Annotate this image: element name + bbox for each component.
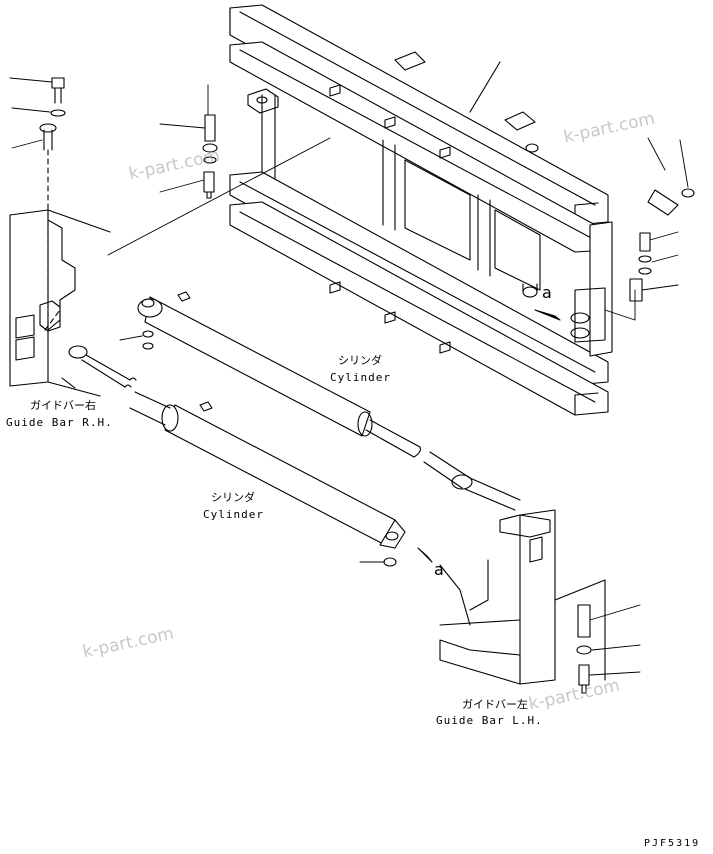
cylinder-upper <box>137 291 471 489</box>
cylinder-upper-label-jp: シリンダ <box>338 354 382 367</box>
carriage-frame <box>229 4 613 416</box>
bolts-right <box>576 188 695 694</box>
guide-bar-lh-label-jp: ガイドバー左 <box>462 698 528 711</box>
cylinder-upper-label-en: Cylinder <box>330 371 391 384</box>
cylinder-lower-label-jp: シリンダ <box>211 491 255 504</box>
guide-bar-rh-label-en: Guide Bar R.H. <box>6 416 113 429</box>
cylinder-lower <box>129 391 406 549</box>
marker-a-upper: a <box>542 283 552 302</box>
bolts-upper-left <box>39 77 397 567</box>
guide-bar-lh-label-en: Guide Bar L.H. <box>436 714 543 727</box>
guide-bar-lh <box>439 474 606 685</box>
marker-a-lower: a <box>434 560 444 579</box>
marker-a-arrows <box>417 309 561 563</box>
leader-lines <box>9 77 689 676</box>
cylinder-lower-label-en: Cylinder <box>203 508 264 521</box>
guide-bar-rh <box>9 209 137 397</box>
guide-bar-rh-label-jp: ガイドバー右 <box>30 399 96 412</box>
alignment-lines <box>44 149 61 331</box>
drawing-code: PJF5319 <box>644 838 701 849</box>
